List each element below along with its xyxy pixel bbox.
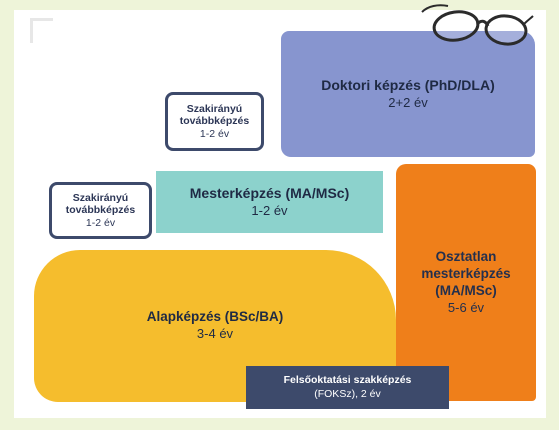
- mester-title: Mesterképzés (MA/MSc): [189, 185, 350, 202]
- szakiranyu-upper-line1: Szakirányú: [186, 102, 243, 115]
- osztatlan-duration: 5-6 év: [447, 299, 485, 315]
- osztatlan-block: Osztatlan mesterképzés (MA/MSc) 5-6 év: [396, 164, 536, 401]
- mester-duration: 1-2 év: [251, 202, 288, 218]
- osztatlan-title-line2: mesterképzés: [421, 265, 511, 281]
- osztatlan-title-line3: (MA/MSc): [435, 282, 497, 298]
- szakiranyu-upper-line2: továbbképzés: [179, 115, 250, 128]
- mester-block: Mesterképzés (MA/MSc) 1-2 év: [156, 171, 383, 233]
- osztatlan-title-line1: Osztatlan: [435, 249, 497, 265]
- szakiranyu-card-upper: Szakirányú továbbképzés 1-2 év: [165, 92, 264, 151]
- szakiranyu-lower-duration: 1-2 év: [85, 216, 116, 229]
- doktori-block: Doktori képzés (PhD/DLA) 2+2 év: [281, 31, 535, 157]
- szakiranyu-lower-line2: továbbképzés: [65, 204, 136, 217]
- alap-duration: 3-4 év: [196, 326, 234, 342]
- doktori-duration: 2+2 év: [388, 94, 428, 110]
- alap-title: Alapképzés (BSc/BA): [146, 309, 284, 325]
- doktori-title: Doktori képzés (PhD/DLA): [321, 77, 495, 94]
- szakiranyu-card-lower: Szakirányú továbbképzés 1-2 év: [49, 182, 152, 239]
- szakiranyu-upper-duration: 1-2 év: [199, 127, 230, 140]
- foksz-subtitle: (FOKSz), 2 év: [314, 387, 381, 400]
- szakiranyu-lower-line1: Szakirányú: [72, 191, 129, 204]
- corner-bracket: [30, 18, 53, 43]
- glasses-icon: [421, 4, 534, 46]
- foksz-title: Felsőoktatási szakképzés: [283, 374, 412, 387]
- foksz-block: Felsőoktatási szakképzés (FOKSz), 2 év: [246, 366, 449, 409]
